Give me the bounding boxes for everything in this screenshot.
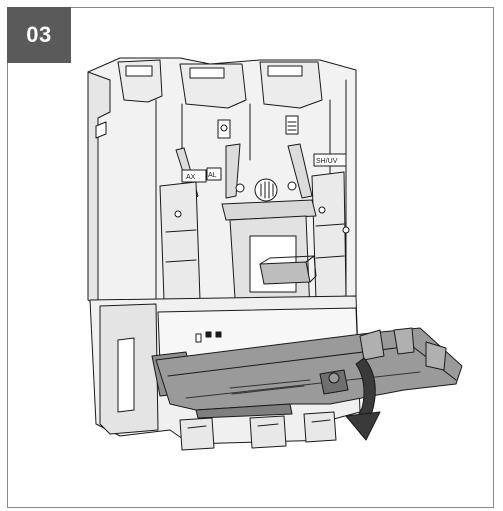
shuv-label: SH/UV	[316, 158, 338, 165]
opened-front-tray	[151, 327, 463, 419]
al-label: AL	[208, 172, 217, 179]
curved-arrow-down-icon	[345, 357, 381, 441]
step-number-badge: 03	[7, 7, 71, 63]
ax-label: AX	[186, 174, 196, 181]
accessory-compartment: AX AL SH/UV	[159, 143, 350, 315]
